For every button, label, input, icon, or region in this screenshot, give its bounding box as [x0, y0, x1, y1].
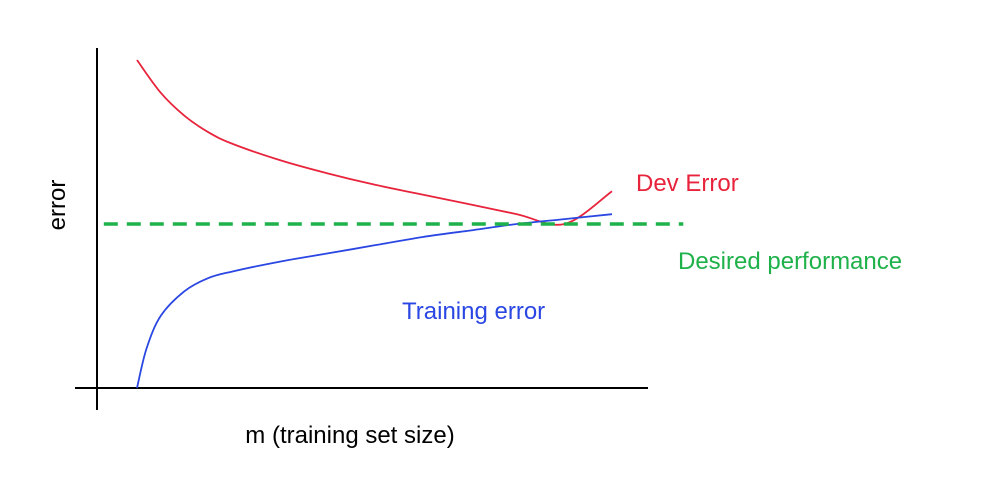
desired-performance-label: Desired performance: [678, 248, 902, 275]
series-line-training-error: [136, 213, 613, 389]
x-axis-label: m (training set size): [245, 422, 454, 449]
training-error-label: Training error: [402, 298, 545, 325]
y-axis-label: error: [44, 180, 71, 231]
series-line-dev-error: [136, 59, 613, 226]
dev-error-label: Dev Error: [636, 170, 739, 197]
series-layer: [103, 59, 684, 389]
